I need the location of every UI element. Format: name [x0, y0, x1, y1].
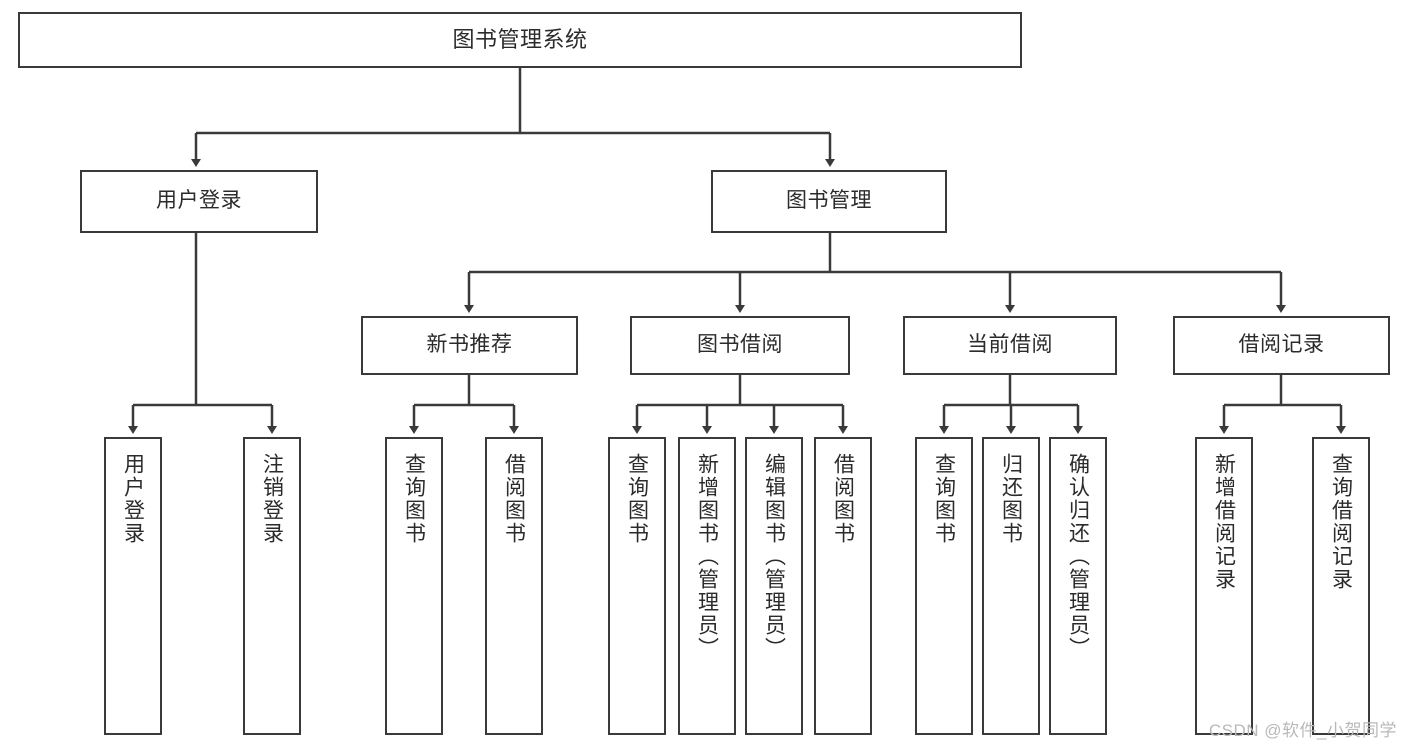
leaf-borrow-record-query[interactable]: 查询借阅记录 — [1312, 437, 1370, 735]
leaf-current-borrow-confirm[interactable]: 确认归还（管理员） — [1049, 437, 1107, 735]
node-book-management[interactable]: 图书管理 — [711, 170, 947, 233]
leaf-book-borrow-add-label: 新增图书（管理员） — [695, 453, 719, 660]
leaf-current-borrow-return[interactable]: 归还图书 — [982, 437, 1040, 735]
leaf-current-borrow-return-label: 归还图书 — [999, 453, 1023, 545]
watermark: CSDN @软件_小贺同学 — [1208, 721, 1397, 740]
leaf-user-login-login[interactable]: 用户登录 — [104, 437, 162, 735]
leaf-new-book-borrow-label: 借阅图书 — [502, 453, 526, 545]
leaf-borrow-record-add[interactable]: 新增借阅记录 — [1195, 437, 1253, 735]
leaf-book-borrow-query[interactable]: 查询图书 — [608, 437, 666, 735]
leaf-borrow-record-add-label: 新增借阅记录 — [1212, 453, 1236, 591]
node-borrow-record-label: 借阅记录 — [1238, 333, 1325, 357]
leaf-book-borrow-borrow[interactable]: 借阅图书 — [814, 437, 872, 735]
node-root-system-label: 图书管理系统 — [452, 27, 588, 53]
node-current-borrow-label: 当前借阅 — [967, 333, 1053, 357]
leaf-book-borrow-borrow-label: 借阅图书 — [831, 453, 855, 545]
node-current-borrow[interactable]: 当前借阅 — [903, 316, 1117, 375]
leaf-current-borrow-query[interactable]: 查询图书 — [915, 437, 973, 735]
leaf-user-login-logout[interactable]: 注销登录 — [243, 437, 301, 735]
leaf-book-borrow-query-label: 查询图书 — [625, 453, 649, 545]
node-book-borrow-label: 图书借阅 — [697, 333, 783, 357]
node-user-login-label: 用户登录 — [156, 189, 242, 213]
node-new-book-recommend-label: 新书推荐 — [426, 333, 513, 357]
leaf-new-book-query[interactable]: 查询图书 — [385, 437, 443, 735]
leaf-current-borrow-confirm-label: 确认归还（管理员） — [1066, 453, 1090, 660]
leaf-book-borrow-edit-label: 编辑图书（管理员） — [762, 453, 786, 660]
node-new-book-recommend[interactable]: 新书推荐 — [361, 316, 578, 375]
leaf-new-book-borrow[interactable]: 借阅图书 — [485, 437, 543, 735]
leaf-user-login-logout-label: 注销登录 — [260, 453, 284, 545]
leaf-book-borrow-edit[interactable]: 编辑图书（管理员） — [745, 437, 803, 735]
node-book-management-label: 图书管理 — [786, 189, 872, 213]
node-borrow-record[interactable]: 借阅记录 — [1173, 316, 1390, 375]
node-root-system[interactable]: 图书管理系统 — [18, 12, 1022, 68]
leaf-new-book-query-label: 查询图书 — [402, 453, 426, 545]
leaf-user-login-login-label: 用户登录 — [121, 453, 145, 545]
leaf-book-borrow-add[interactable]: 新增图书（管理员） — [678, 437, 736, 735]
leaf-borrow-record-query-label: 查询借阅记录 — [1329, 453, 1353, 591]
node-user-login[interactable]: 用户登录 — [80, 170, 318, 233]
node-book-borrow[interactable]: 图书借阅 — [630, 316, 850, 375]
leaf-current-borrow-query-label: 查询图书 — [932, 453, 956, 545]
